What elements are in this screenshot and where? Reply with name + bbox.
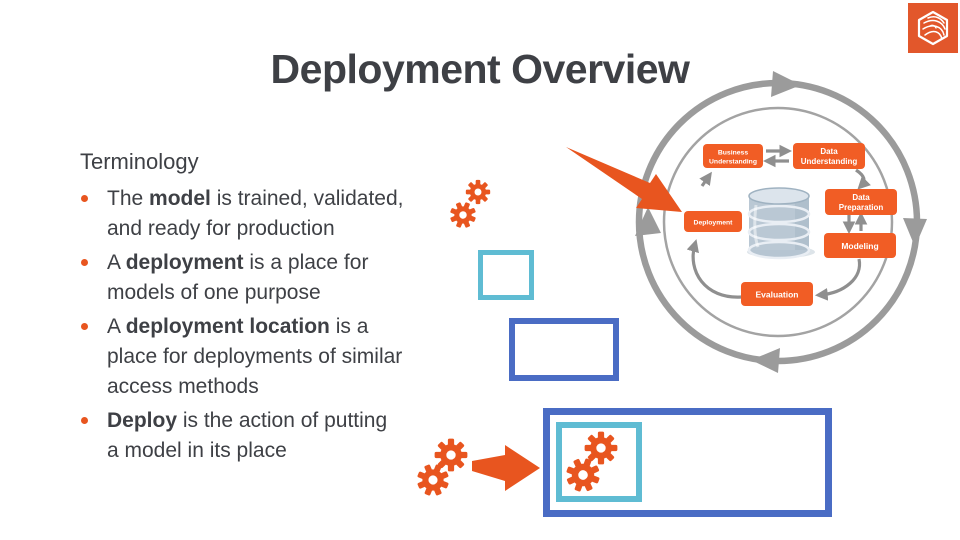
gears-icon [561,431,618,497]
svg-text:Data: Data [852,193,870,202]
bullet-item-deployment: A deployment is a place for models of on… [80,248,482,308]
diagonal-arrow-icon [566,147,682,212]
box-modeling: Modeling [824,233,896,258]
svg-text:Preparation: Preparation [839,203,884,212]
svg-text:Modeling: Modeling [841,241,878,251]
terminology-section: Terminology The model is trained, valida… [80,147,482,470]
hexagon-logo-icon [908,3,958,53]
box-evaluation: Evaluation [741,282,813,306]
bullet-text: The model is trained, validated, and rea… [107,187,404,240]
gears-icon [412,438,468,501]
page-title: Deployment Overview [270,46,690,93]
bullet-dot-icon [81,323,88,330]
svg-text:Understanding: Understanding [801,157,858,166]
terminology-heading: Terminology [80,149,199,174]
bullet-text: Deploy is the action of putting a model … [107,409,388,462]
bullet-dot-icon [81,195,88,202]
svg-text:Evaluation: Evaluation [756,290,799,300]
box-deployment: Deployment [684,211,742,232]
svg-text:Business: Business [718,150,748,157]
box-data-preparation: Data Preparation [825,189,897,215]
bullet-item-deploy: Deploy is the action of putting a model … [80,406,482,466]
bullet-text: A deployment is a place for models of on… [107,251,369,304]
crisp-dm-diagram: Business Understanding Data Understandin… [566,71,927,373]
svg-text:Deployment: Deployment [694,220,734,227]
teal-square-deployment [556,422,642,502]
diagram-boxes: Business Understanding Data Understandin… [684,143,897,306]
box-business-understanding: Business Understanding [703,144,763,168]
bullet-item-deployment-location: A deployment location is a place for dep… [80,312,482,402]
right-arrow-icon [472,445,540,491]
bullet-dot-icon [81,259,88,266]
brand-logo [908,3,958,53]
database-icon [747,187,815,260]
blue-rectangle-medium [509,318,619,381]
blue-rectangle-deployment-location [543,408,832,517]
bullet-item-model: The model is trained, validated, and rea… [80,184,482,244]
teal-square-small [478,250,534,300]
diagram-connectors [686,144,871,301]
gears-icon [446,179,491,232]
svg-text:Understanding: Understanding [709,159,757,166]
bullet-text: A deployment location is a place for dep… [107,315,403,398]
cycle-ring-icon [635,71,927,373]
svg-text:Data: Data [820,147,838,156]
box-data-understanding: Data Understanding [793,143,865,169]
bullet-dot-icon [81,417,88,424]
